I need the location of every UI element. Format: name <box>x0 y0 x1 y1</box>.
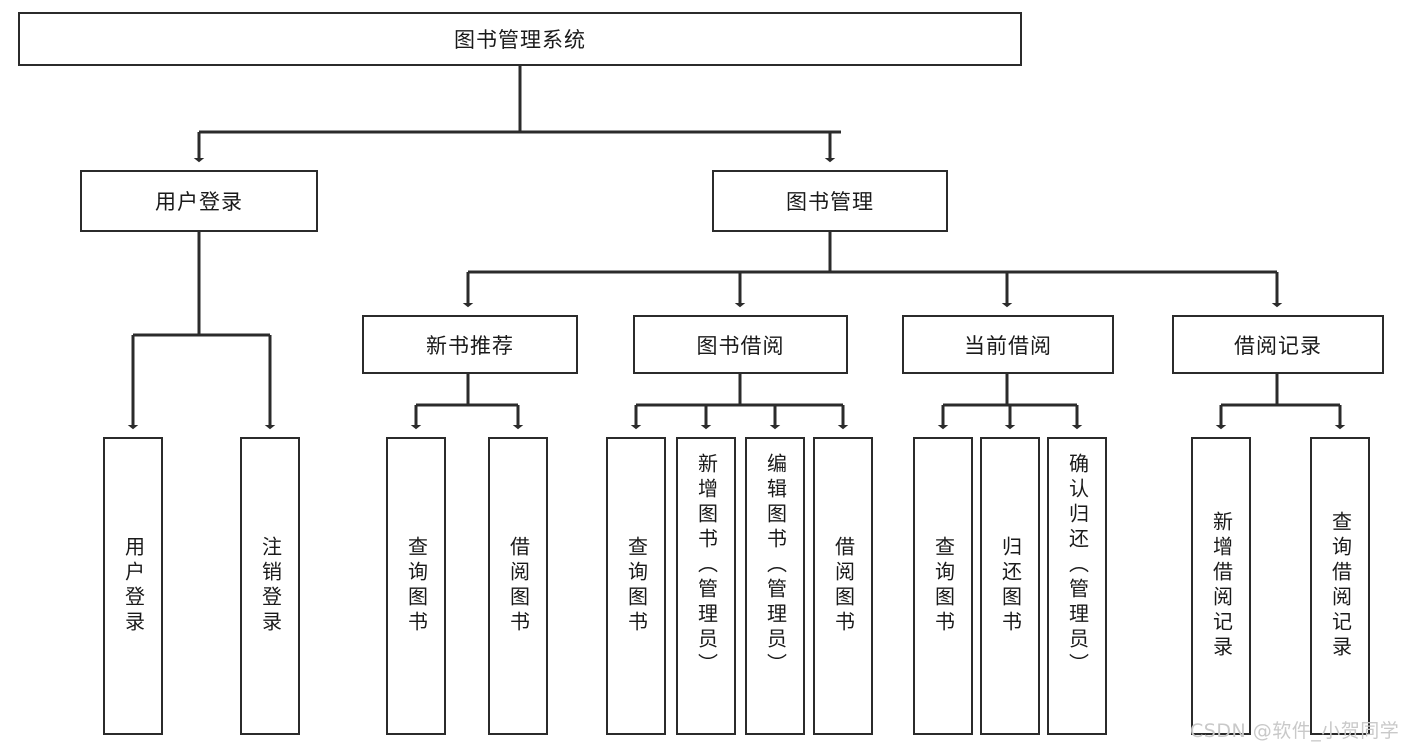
node-book-management[interactable]: 图书管理 <box>712 170 948 232</box>
node-label: 图书管理系统 <box>454 28 586 52</box>
node-label: 查询图书 <box>931 536 956 636</box>
leaf-current-borrow-confirm-return[interactable]: 确认归还（管理员） <box>1047 437 1107 735</box>
node-label: 新书推荐 <box>426 333 514 358</box>
node-new-book-recommend[interactable]: 新书推荐 <box>362 315 578 374</box>
leaf-user-login-login[interactable]: 用户登录 <box>103 437 163 735</box>
node-label: 图书借阅 <box>696 333 785 358</box>
leaf-book-borrow-query[interactable]: 查询图书 <box>606 437 666 735</box>
node-label: 新增借阅记录 <box>1209 511 1234 661</box>
node-book-borrow[interactable]: 图书借阅 <box>633 315 848 374</box>
leaf-new-book-borrow[interactable]: 借阅图书 <box>488 437 548 735</box>
node-root-book-management-system[interactable]: 图书管理系统 <box>18 12 1022 66</box>
node-user-login[interactable]: 用户登录 <box>80 170 318 232</box>
leaf-current-borrow-return[interactable]: 归还图书 <box>980 437 1040 735</box>
node-label: 查询图书 <box>404 536 429 636</box>
watermark: CSDN @软件_小贺同学 <box>1190 720 1400 742</box>
node-label: 编辑图书（管理员） <box>763 453 788 678</box>
node-label: 用户登录 <box>155 190 243 214</box>
node-label: 查询图书 <box>624 536 649 636</box>
node-label: 用户登录 <box>121 536 146 636</box>
leaf-new-book-query[interactable]: 查询图书 <box>386 437 446 735</box>
node-label: 归还图书 <box>998 536 1023 636</box>
leaf-current-borrow-query[interactable]: 查询图书 <box>913 437 973 735</box>
node-borrow-record[interactable]: 借阅记录 <box>1172 315 1384 374</box>
node-label: 当前借阅 <box>964 333 1052 358</box>
leaf-book-borrow-borrow[interactable]: 借阅图书 <box>813 437 873 735</box>
node-label: 确认归还（管理员） <box>1065 453 1090 678</box>
node-label: 借阅记录 <box>1234 333 1322 358</box>
node-label: 借阅图书 <box>506 536 531 636</box>
leaf-borrow-record-add[interactable]: 新增借阅记录 <box>1191 437 1251 735</box>
node-label: 查询借阅记录 <box>1328 511 1353 661</box>
node-label: 借阅图书 <box>831 536 856 636</box>
leaf-user-login-logout[interactable]: 注销登录 <box>240 437 300 735</box>
leaf-borrow-record-query[interactable]: 查询借阅记录 <box>1310 437 1370 735</box>
leaf-book-borrow-edit[interactable]: 编辑图书（管理员） <box>745 437 805 735</box>
node-label: 注销登录 <box>258 536 283 636</box>
node-label: 图书管理 <box>786 190 874 214</box>
node-current-borrow[interactable]: 当前借阅 <box>902 315 1114 374</box>
leaf-book-borrow-add[interactable]: 新增图书（管理员） <box>676 437 736 735</box>
node-label: 新增图书（管理员） <box>694 453 719 678</box>
